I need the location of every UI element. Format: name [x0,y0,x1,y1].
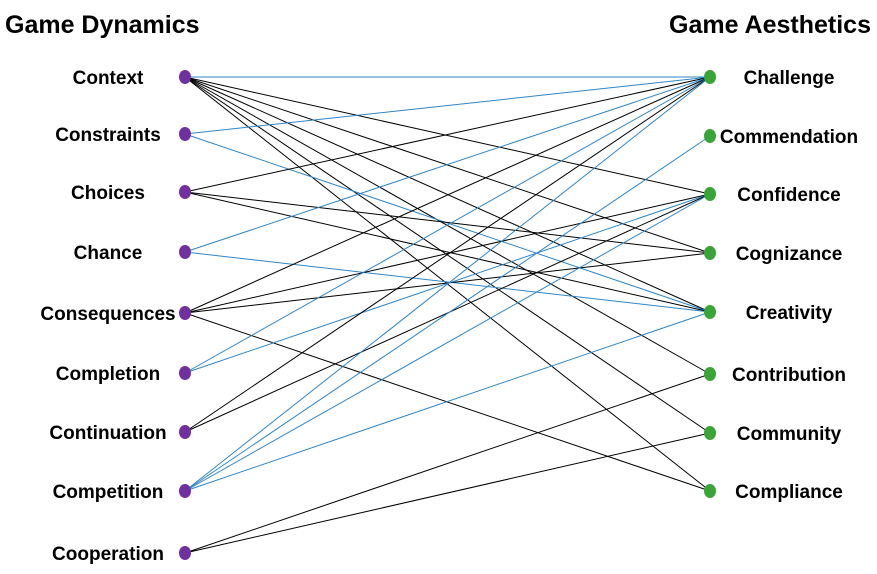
aesthetics-node-community [704,426,716,440]
dynamics-label-consequences: Consequences [40,304,175,325]
aesthetics-node-challenge [704,70,716,84]
dynamics-node-consequences [179,306,191,320]
link-consequences-to-challenge [184,76,711,314]
dynamics-node-chance [179,245,191,259]
aesthetics-node-cognizance [704,246,716,260]
dynamics-node-completion [179,366,191,380]
links-layer [184,76,711,554]
link-completion-to-challenge [184,76,711,374]
link-choices-to-creativity [184,191,711,313]
aesthetics-label-challenge: Challenge [744,68,835,89]
aesthetics-label-confidence: Confidence [737,185,840,206]
aesthetics-label-community: Community [737,424,842,445]
link-cooperation-to-community [184,432,711,554]
link-competition-to-challenge [184,76,711,492]
aesthetics-label-cognizance: Cognizance [736,244,843,265]
aesthetics-node-confidence [704,187,716,201]
link-constraints-to-challenge [184,76,711,135]
dynamics-node-competition [179,484,191,498]
aesthetics-label-commendation: Commendation [720,127,858,148]
link-cooperation-to-contribution [184,373,711,554]
link-choices-to-challenge [184,76,711,193]
link-choices-to-cognizance [184,191,711,254]
dynamics-label-competition: Competition [53,482,164,503]
dynamics-label-completion: Completion [56,364,161,385]
link-competition-to-confidence [184,193,711,492]
game-dynamics-heading: Game Dynamics [5,11,200,39]
link-context-to-confidence [184,76,711,195]
dynamics-label-choices: Choices [71,183,145,204]
aesthetics-label-creativity: Creativity [746,303,833,324]
dynamics-node-continuation [179,425,191,439]
dynamics-label-chance: Chance [74,243,143,264]
link-chance-to-challenge [184,76,711,253]
aesthetics-node-commendation [704,129,716,143]
dynamics-node-cooperation [179,546,191,560]
link-competition-to-creativity [184,311,711,492]
nodes-layer: ContextConstraintsChoicesChanceConsequen… [40,68,858,565]
aesthetics-label-contribution: Contribution [732,365,846,386]
aesthetics-node-creativity [704,305,716,319]
link-consequences-to-confidence [184,193,711,314]
aesthetics-label-compliance: Compliance [735,482,843,503]
dynamics-node-context [179,70,191,84]
dynamics-node-constraints [179,127,191,141]
link-competition-to-commendation [184,135,711,492]
link-chance-to-creativity [184,251,711,313]
game-aesthetics-heading: Game Aesthetics [669,11,871,39]
aesthetics-node-contribution [704,367,716,381]
dynamics-label-constraints: Constraints [55,125,161,146]
dynamics-node-choices [179,185,191,199]
link-continuation-to-challenge [184,76,711,433]
aesthetics-node-compliance [704,484,716,498]
dynamics-label-continuation: Continuation [49,423,166,444]
dynamics-label-cooperation: Cooperation [52,544,164,565]
dynamics-label-context: Context [73,68,144,89]
